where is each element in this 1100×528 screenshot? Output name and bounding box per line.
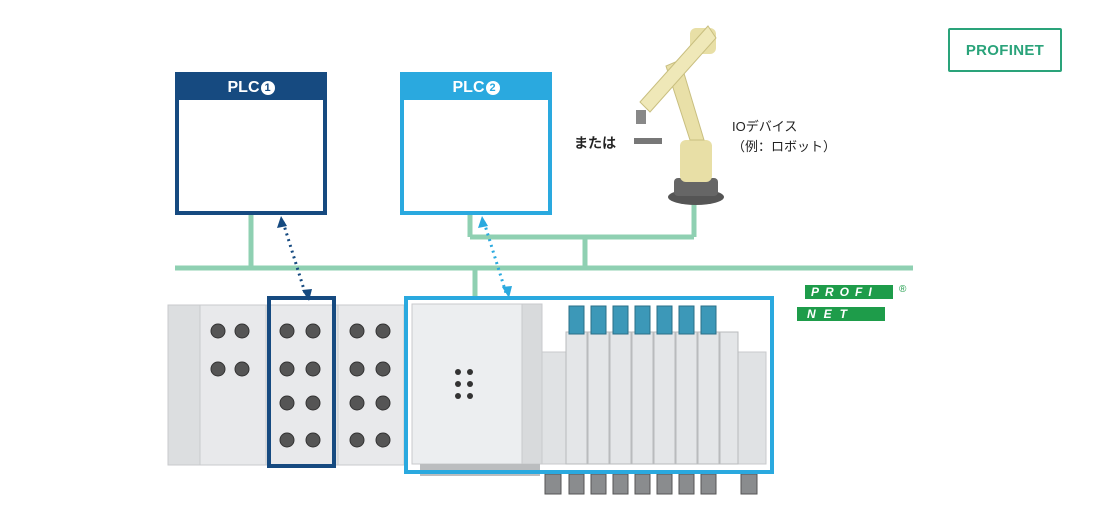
profinet-logo: PROFI NET ® (797, 284, 907, 321)
robot-arm-illustration (634, 25, 724, 205)
plc2-module-highlight (404, 296, 774, 474)
plc2-title-text: PLC (452, 79, 485, 96)
plc2-number-badge: 2 (485, 81, 500, 95)
plc2-arrow-up-head (478, 216, 488, 228)
connector-ports (210, 323, 391, 448)
io-device-line2: （例：ロボット） (732, 139, 837, 154)
status-leds (455, 369, 473, 399)
valve-slices (565, 331, 739, 465)
alternative-text: または (574, 135, 616, 151)
valve-fittings (544, 473, 758, 495)
profinet-badge: PROFINET (948, 28, 1062, 72)
io-device-label: IOデバイス （例：ロボット） (732, 117, 836, 157)
valve-solenoids (568, 305, 717, 335)
plc1-module-highlight (267, 296, 336, 468)
plc1-dotted-arrow (281, 221, 308, 297)
logo-registered-mark: ® (899, 284, 907, 295)
plc1-title-text: PLC (227, 79, 260, 96)
plc1-number-badge: 1 (260, 81, 275, 95)
logo-text-top: PROFI (811, 285, 878, 299)
io-device-line1: IOデバイス (732, 119, 798, 134)
logo-text-bottom: NET (807, 307, 855, 321)
plc1-arrow-up-head (277, 216, 287, 228)
plc2-arrow-down-head (502, 286, 512, 298)
plc2-dotted-arrow (482, 221, 508, 294)
